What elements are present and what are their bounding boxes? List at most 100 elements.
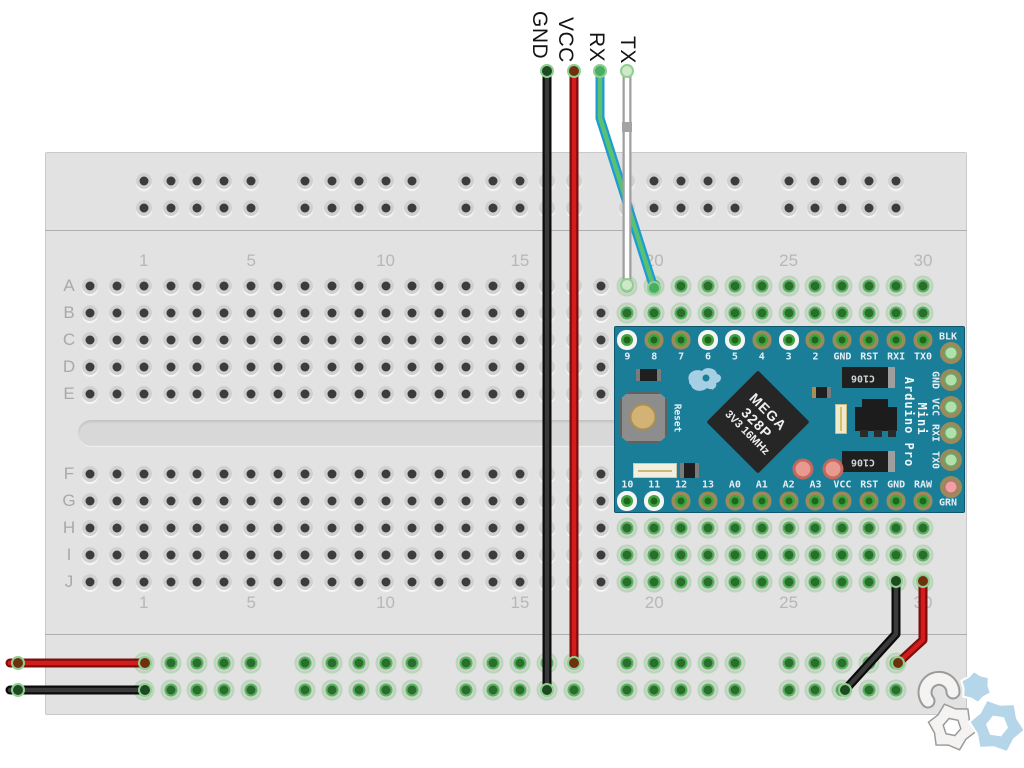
hole-G8[interactable]: [327, 496, 337, 506]
hole-B15[interactable]: [515, 308, 525, 318]
wire-vcc-right[interactable]: [895, 578, 926, 666]
hole-A3[interactable]: [192, 281, 202, 291]
hole-H7[interactable]: [300, 523, 310, 533]
power-rail-hole-bottom[interactable]: [300, 685, 310, 695]
power-rail-hole-top[interactable]: [837, 203, 847, 213]
hole-G1[interactable]: [139, 496, 149, 506]
hole-F2[interactable]: [166, 469, 176, 479]
hole-G3[interactable]: [192, 496, 202, 506]
hole-G5[interactable]: [246, 496, 256, 506]
hole-D2[interactable]: [166, 362, 176, 372]
power-rail-hole-bottom[interactable]: [407, 685, 417, 695]
wire-vcc-left-end[interactable]: [138, 656, 152, 670]
hole-C4[interactable]: [219, 335, 229, 345]
hole-J27[interactable]: [837, 577, 847, 587]
hole-D11[interactable]: [407, 362, 417, 372]
power-rail-hole-bottom[interactable]: [192, 685, 202, 695]
wire-tx-end[interactable]: [620, 64, 634, 78]
hole-B-x1[interactable]: [112, 308, 122, 318]
power-rail-hole-top[interactable]: [219, 203, 229, 213]
power-rail-hole-top[interactable]: [703, 203, 713, 213]
hole-J6[interactable]: [273, 577, 283, 587]
hole-I12[interactable]: [434, 550, 444, 560]
power-rail-hole-bottom[interactable]: [676, 685, 686, 695]
power-rail-hole-bottom[interactable]: [622, 685, 632, 695]
hole-H8[interactable]: [327, 523, 337, 533]
power-rail-hole-top[interactable]: [327, 176, 337, 186]
hole-I-x0[interactable]: [85, 550, 95, 560]
power-rail-hole-bottom[interactable]: [246, 658, 256, 668]
power-rail-hole-bottom[interactable]: [166, 685, 176, 695]
hole-C11[interactable]: [407, 335, 417, 345]
hole-E3[interactable]: [192, 389, 202, 399]
hole-I24[interactable]: [757, 550, 767, 560]
hole-H13[interactable]: [461, 523, 471, 533]
arduino-pin-10[interactable]: [623, 497, 631, 505]
hole-J9[interactable]: [354, 577, 364, 587]
hole-E9[interactable]: [354, 389, 364, 399]
hole-B4[interactable]: [219, 308, 229, 318]
hole-A15[interactable]: [515, 281, 525, 291]
power-rail-hole-bottom[interactable]: [730, 658, 740, 668]
hole-A23[interactable]: [730, 281, 740, 291]
hole-J23[interactable]: [730, 577, 740, 587]
arduino-pin-5[interactable]: [731, 336, 739, 344]
hole-I14[interactable]: [488, 550, 498, 560]
hole-F5[interactable]: [246, 469, 256, 479]
hole-A9[interactable]: [354, 281, 364, 291]
hole-I2[interactable]: [166, 550, 176, 560]
power-rail-hole-top[interactable]: [488, 176, 498, 186]
hole-A2[interactable]: [166, 281, 176, 291]
power-rail-hole-bottom[interactable]: [246, 685, 256, 695]
hole-C7[interactable]: [300, 335, 310, 345]
power-rail-hole-top[interactable]: [300, 203, 310, 213]
hole-A8[interactable]: [327, 281, 337, 291]
hole-J12[interactable]: [434, 577, 444, 587]
power-rail-hole-top[interactable]: [407, 203, 417, 213]
hole-E8[interactable]: [327, 389, 337, 399]
hole-B8[interactable]: [327, 308, 337, 318]
power-rail-hole-top[interactable]: [407, 176, 417, 186]
arduino-side-pin[interactable]: [945, 374, 957, 386]
hole-J19[interactable]: [622, 577, 632, 587]
hole-J8[interactable]: [327, 577, 337, 587]
power-rail-hole-top[interactable]: [354, 176, 364, 186]
hole-H18[interactable]: [596, 523, 606, 533]
hole-F7[interactable]: [300, 469, 310, 479]
arduino-pin-RXI[interactable]: [892, 336, 900, 344]
hole-C8[interactable]: [327, 335, 337, 345]
hole-I23[interactable]: [730, 550, 740, 560]
hole-J2[interactable]: [166, 577, 176, 587]
hole-G12[interactable]: [434, 496, 444, 506]
arduino-side-pin[interactable]: [945, 427, 957, 439]
wire-rx[interactable]: [597, 68, 657, 291]
power-rail-hole-bottom[interactable]: [649, 685, 659, 695]
hole-A18[interactable]: [596, 281, 606, 291]
hole-E7[interactable]: [300, 389, 310, 399]
hole-J4[interactable]: [219, 577, 229, 587]
hole-C15[interactable]: [515, 335, 525, 345]
power-rail-hole-top[interactable]: [461, 203, 471, 213]
power-rail-hole-top[interactable]: [488, 203, 498, 213]
arduino-pin-GND[interactable]: [838, 336, 846, 344]
power-rail-hole-bottom[interactable]: [461, 685, 471, 695]
hole-A30[interactable]: [918, 281, 928, 291]
hole-I20[interactable]: [649, 550, 659, 560]
power-rail-hole-top[interactable]: [192, 176, 202, 186]
hole-A-x0[interactable]: [85, 281, 95, 291]
arduino-pin-7[interactable]: [677, 336, 685, 344]
hole-B6[interactable]: [273, 308, 283, 318]
power-rail-hole-top[interactable]: [676, 203, 686, 213]
hole-F9[interactable]: [354, 469, 364, 479]
hole-G18[interactable]: [596, 496, 606, 506]
hole-C13[interactable]: [461, 335, 471, 345]
hole-E12[interactable]: [434, 389, 444, 399]
hole-D7[interactable]: [300, 362, 310, 372]
hole-I15[interactable]: [515, 550, 525, 560]
hole-C10[interactable]: [381, 335, 391, 345]
hole-C1[interactable]: [139, 335, 149, 345]
hole-E2[interactable]: [166, 389, 176, 399]
hole-B24[interactable]: [757, 308, 767, 318]
hole-J1[interactable]: [139, 577, 149, 587]
hole-B5[interactable]: [246, 308, 256, 318]
